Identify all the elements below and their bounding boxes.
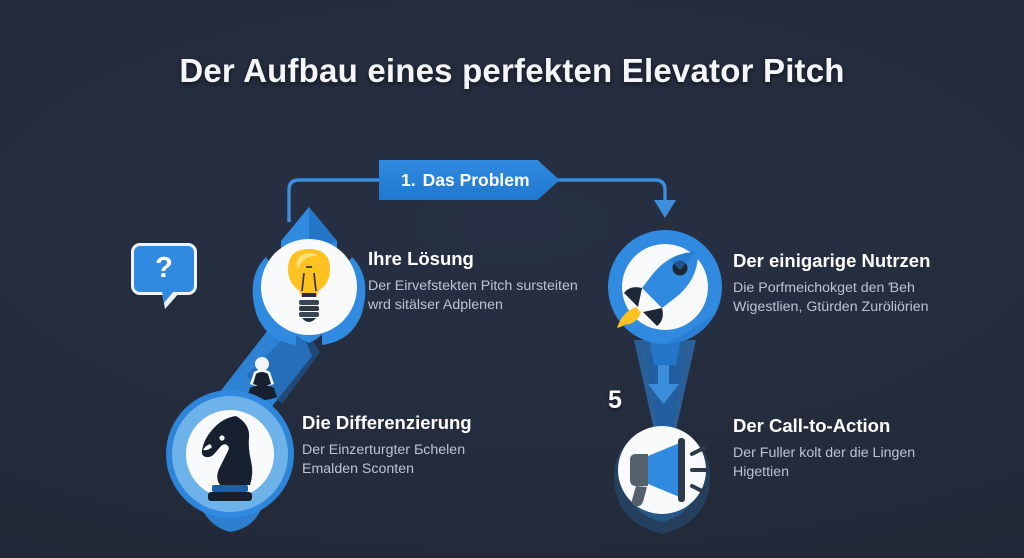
heading-solution: Ihre Lösung [368,248,474,269]
rocket-icon [617,252,698,328]
text-differentiation: Die Differenzierung Der Einzerturgter Ƃc… [302,412,517,480]
step-banner-label: Das Problem [422,169,530,190]
page-title: Der Aufbau eines perfekten Elevator Pitc… [179,52,845,89]
node-solution[interactable] [236,205,382,355]
connector-right-line [545,178,667,200]
step-banner[interactable]: 1. Das Problem [379,160,560,200]
lightbulb-node-graphic [252,207,366,345]
lightbulb-icon [288,249,330,322]
text-call-to-action: Der Call-to-Action Der Fuller kolt der d… [733,415,948,483]
megaphone-node-graphic [614,426,710,534]
question-mark-glyph: ? [155,251,173,284]
knight-node-graphic [166,390,294,532]
text-solution: Ihre Lösung Der Eirvefstekten Pitch surs… [368,248,583,316]
chess-knight-icon [201,416,253,501]
text-benefit: Der einigarige Nutrzen Die Porfmeichokge… [733,250,948,318]
body-differentiation: Der Einzerturgter Ƃchelen Emalden Sconte… [302,442,466,478]
heading-differentiation: Die Differenzierung [302,412,472,433]
speech-bubble-question-icon: ? [131,243,197,309]
speech-bubble-tail-inner [162,291,174,303]
body-benefit: Die Porfmeichokget den Ɓeh Wigestlien, G… [733,280,929,316]
node-call-to-action[interactable]: 5 [578,380,746,548]
rocket-node-graphic [608,230,722,365]
heading-call-to-action: Der Call-to-Action [733,415,891,436]
node-differentiation[interactable] [150,378,310,538]
badge-number-call-to-action: 5 [608,386,622,414]
heading-benefit: Der einigarige Nutrzen [733,250,931,271]
node-benefit[interactable] [592,215,738,365]
megaphone-icon [630,438,708,507]
body-solution: Der Eirvefstekten Pitch sursteiten wrd s… [368,278,578,314]
body-call-to-action: Der Fuller kolt der die Lingen Higettien [733,445,916,481]
step-banner-number: 1. [401,169,416,190]
